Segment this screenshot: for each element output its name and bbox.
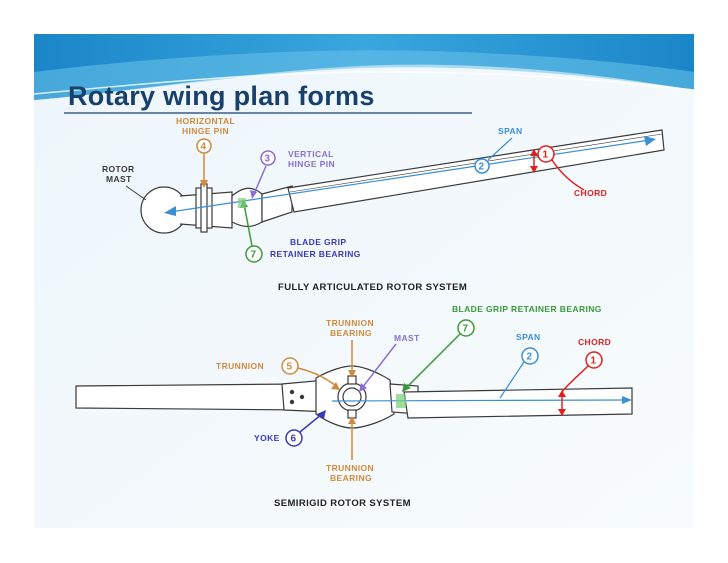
retainer-bearing-label-bottom: BLADE GRIP RETAINER BEARING [452,304,602,314]
span-leader-bottom [499,361,525,399]
header-wave [34,50,694,100]
left-blade [75,383,305,411]
rotor-mast-leader [125,185,147,201]
marker-4-top [196,138,212,154]
span-label-top: SPAN [498,126,523,136]
chord-arrow-down-top [530,166,538,173]
left-grip-bolt-2 [289,399,295,405]
trunnion-bearing-bottom-label-1: TRUNNION [326,463,374,473]
trunnion-arrow [331,382,340,390]
trunnion-bearing-top-arrow [348,370,356,378]
yoke-arrow [317,410,326,419]
marker-6 [285,429,303,447]
horizontal-hinge-pin-label-1: HORIZONTAL [176,116,235,126]
marker-1-top [537,145,555,163]
retainer-bearing-highlight-bottom [396,394,406,408]
chord-arrow-up-bottom [558,390,566,397]
trunnion-bearing-bottom-arrow [348,416,356,424]
marker-1-bottom-number: 1 [591,356,597,367]
page-title: Rotary wing plan forms [68,81,375,111]
marker-5 [281,357,299,375]
hinge-pin [200,183,208,233]
chord-label-bottom: CHORD [578,337,611,347]
marker-3-top-number: 3 [265,154,271,165]
retainer-bearing-label-top-2: RETAINER BEARING [270,249,361,259]
rotor-blade [287,129,665,213]
mast-leader [361,343,397,389]
horizontal-hinge-arrow [200,180,208,188]
marker-7-bottom [457,319,475,337]
chord-leader-top [551,159,585,191]
left-grip-bolt-1 [289,389,295,395]
rotor-mast-label-2: MAST [106,174,132,184]
trunnion-bearing-bottom-label-2: BEARING [330,473,372,483]
slide-panel [34,34,694,528]
articulated-caption: FULLY ARTICULATED ROTOR SYSTEM [278,282,467,293]
yoke-label: YOKE [254,433,280,443]
mast-arrow [359,383,367,392]
trunnion-bearing-top-label-2: BEARING [330,328,372,338]
vertical-hinge-pin-label-2: HINGE PIN [288,159,335,169]
span-axis-bottom [331,399,627,402]
span-label-bottom: SPAN [516,332,541,342]
chord-label-top: CHORD [574,188,607,198]
marker-2-bottom [521,347,539,365]
retainer-bearing-leader-bottom [405,333,461,389]
trunnion-ring-inner [342,387,362,407]
marker-2-top-number: 2 [479,162,485,173]
chord-arrow-up-top [530,149,538,156]
retainer-bearing-leader-top [243,203,253,247]
marker-2-bottom-number: 2 [527,352,533,363]
semirigid-caption: SEMIRIGID ROTOR SYSTEM [274,498,411,509]
yoke-leader [299,413,323,433]
vertical-hinge-pin-label-1: VERTICAL [288,149,334,159]
retainer-bearing-label-top-1: BLADE GRIP [290,237,346,247]
chord-leader-bottom [561,365,589,393]
span-leader-top [487,137,513,161]
trunnion-leader [297,367,337,387]
marker-7-bottom-number: 7 [463,324,469,335]
marker-7-top-number: 7 [251,250,257,261]
vertical-hinge-arrow [250,190,257,199]
horizontal-hinge-pin-label-2: HINGE PIN [182,126,229,136]
marker-1-bottom [585,351,603,369]
chord-arrow-down-bottom [558,409,566,416]
marker-3-top [260,150,276,166]
marker-1-top-number: 1 [543,150,549,161]
span-axis-top [169,139,651,213]
marker-5-number: 5 [287,362,293,373]
marker-2-top [474,158,490,174]
trunnion-label: TRUNNION [216,361,264,371]
mast-label: MAST [394,333,420,343]
span-arrow-left-top [164,206,176,216]
rotor-mast-label-1: ROTOR [102,164,135,174]
right-blade [403,387,633,419]
header-banner [34,34,694,100]
left-grip-bolt-3 [299,394,305,400]
span-arrow-right-bottom [622,396,632,404]
retainer-bearing-highlight-top [238,198,246,208]
marker-4-top-number: 4 [201,142,207,153]
retainer-bearing-arrow-bottom [402,383,411,392]
header-wave-line [33,71,695,95]
marker-7-top [245,245,263,263]
vertical-hinge-leader [253,165,267,195]
trunnion-bearing-top-label-1: TRUNNION [326,318,374,328]
marker-6-number: 6 [291,434,297,445]
span-arrow-right-top [644,136,656,146]
